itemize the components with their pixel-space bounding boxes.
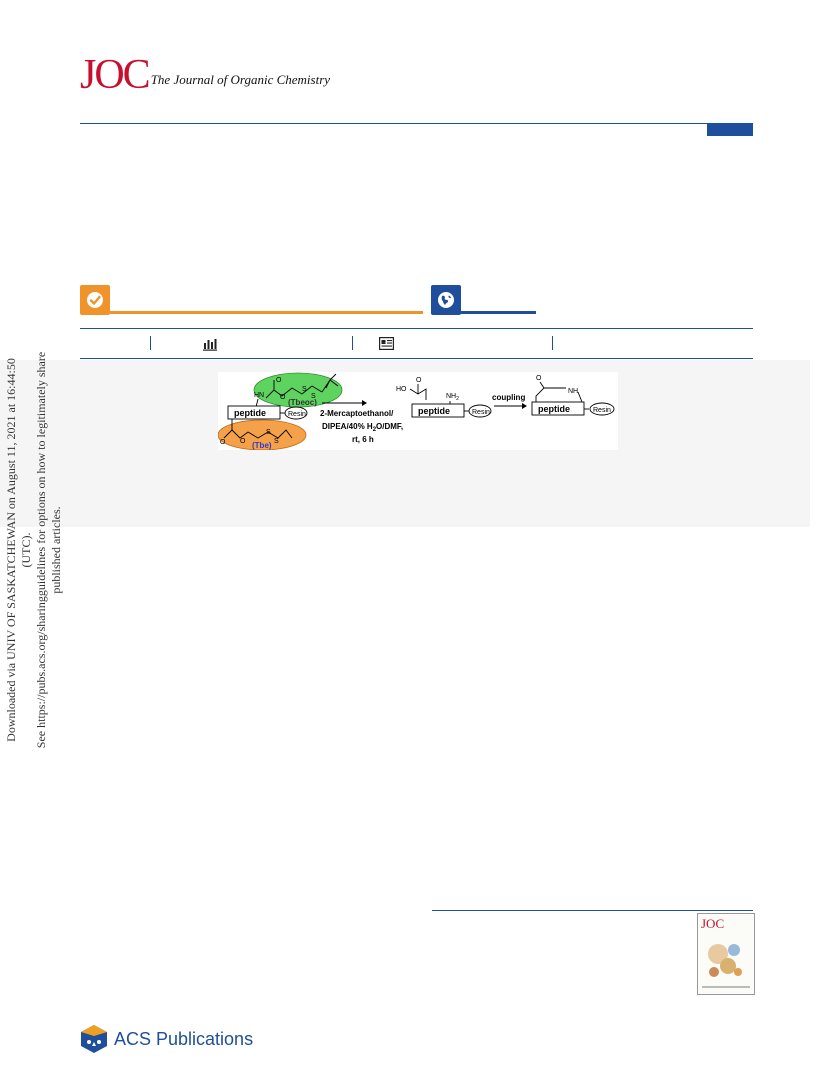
- header-tab: [707, 123, 753, 136]
- lactam-nh: NH: [568, 388, 578, 395]
- journal-name: The Journal of Organic Chemistry: [150, 72, 331, 87]
- journal-logo[interactable]: JOC The Journal of Organic Chemistry: [80, 52, 330, 96]
- tbe-s1: S: [266, 429, 271, 436]
- reagent-line-2-sub: 2: [373, 427, 377, 433]
- reagent-line-2b: O/DMF,: [376, 422, 403, 431]
- metrics-separator: [552, 336, 553, 350]
- metrics-separator: [352, 336, 353, 350]
- tbeoc-s2: S: [311, 393, 316, 400]
- nh2-label: NH2: [446, 393, 459, 402]
- resin-ellipse: [284, 406, 308, 420]
- header-rule: [80, 123, 753, 124]
- tbe-s2: S: [274, 438, 279, 445]
- footnote-rule: [432, 910, 753, 911]
- resin-label-3: Resin: [593, 407, 611, 414]
- peptide-label-1: peptide: [234, 408, 266, 418]
- tbe-carbonyl-o: O: [220, 439, 226, 446]
- peptide-box: [411, 403, 465, 418]
- check-circle-icon: [87, 292, 103, 308]
- peptide-label-2: peptide: [418, 406, 450, 416]
- tbeoc-carbonyl-o: O: [276, 377, 282, 384]
- tbeoc-s1: S: [302, 386, 307, 393]
- bar-chart-icon: [203, 339, 217, 351]
- hn-label: HN: [254, 392, 264, 399]
- tbeoc-label: (Tbeoc): [288, 398, 317, 407]
- toc-graphic: O O S S (Tbeoc) HN peptide Resin O O S S…: [217, 372, 618, 451]
- download-notice-line-2[interactable]: See https://pubs.acs.org/sharingguidelin…: [34, 351, 63, 749]
- access-badge[interactable]: [80, 285, 110, 315]
- download-notice-line-1: Downloaded via UNIV OF SASKATCHEWAN on A…: [4, 358, 33, 742]
- cover-art: [702, 944, 750, 988]
- peptide-label-3: peptide: [538, 404, 570, 414]
- tbeoc-ether-o: O: [280, 394, 286, 401]
- reagent-line-1: 2-Mercaptoethanol/: [320, 409, 394, 418]
- reagent-line-3: rt, 6 h: [352, 435, 374, 444]
- metrics-separator: [150, 336, 151, 350]
- svg-text:DIPEA/40% H2O/DMF,: DIPEA/40% H2O/DMF,: [322, 422, 403, 433]
- cover-mini-logo: JOC: [701, 916, 725, 931]
- ho-label: HO: [396, 386, 407, 393]
- acs-publications-name: ACS Publications: [114, 1028, 254, 1049]
- resin-ellipse: [589, 402, 615, 416]
- recommended-articles-button[interactable]: [379, 337, 395, 355]
- acs-hexagon-icon: [81, 1025, 107, 1053]
- open-access-underline: [461, 311, 536, 314]
- acid-o: O: [416, 377, 422, 384]
- metrics-button[interactable]: [203, 337, 217, 356]
- reagent-line-2a: DIPEA/40% H: [322, 422, 373, 431]
- journal-logo-letters: JOC: [80, 52, 151, 98]
- access-underline: [110, 311, 423, 314]
- journal-cover-thumbnail[interactable]: JOC: [697, 913, 755, 995]
- download-notice: Downloaded via UNIV OF SASKATCHEWAN on A…: [4, 340, 63, 760]
- resin-label-1: Resin: [288, 411, 306, 418]
- tbe-label: (Tbe): [252, 441, 272, 450]
- coupling-label: coupling: [492, 393, 525, 402]
- globe-icon: [438, 292, 454, 308]
- peptide-box: [227, 405, 281, 420]
- peptide-box: [531, 401, 585, 416]
- article-icon: [379, 337, 395, 351]
- tbe-ether-o: O: [240, 438, 246, 445]
- resin-label-2: Resin: [472, 409, 490, 416]
- metrics-bottom-rule: [80, 358, 753, 359]
- lactam-o: O: [536, 375, 542, 382]
- acs-publications-logo[interactable]: ACS Publications: [80, 1022, 253, 1056]
- open-access-badge[interactable]: [431, 285, 461, 315]
- resin-ellipse: [468, 404, 492, 418]
- metrics-top-rule: [80, 328, 753, 329]
